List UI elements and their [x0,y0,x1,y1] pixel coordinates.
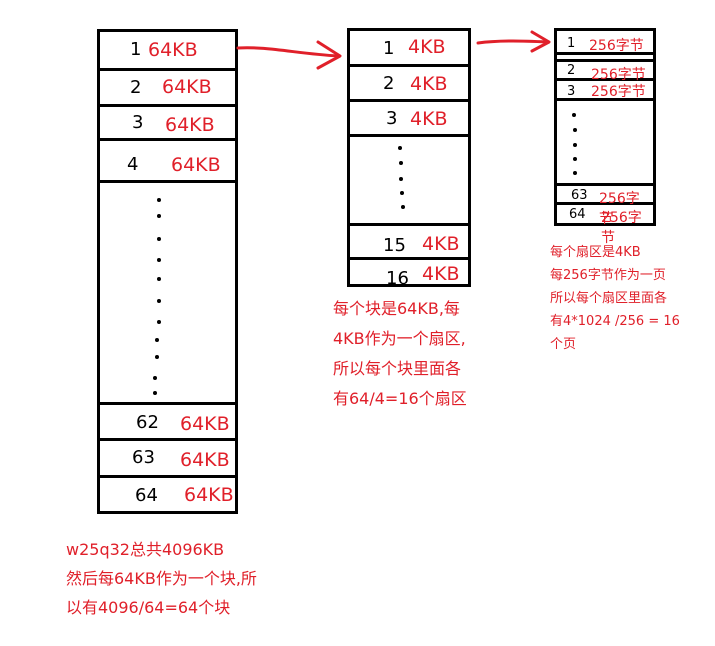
page-row: 63 256字节 [557,183,653,227]
block-row: 64 64KB [100,478,235,511]
block-size: 64KB [148,39,198,61]
block-row: 3 64KB [100,107,235,141]
ellipsis-dot [155,338,159,342]
sector-index: 15 [383,235,406,256]
ellipsis-dot [157,320,161,324]
block-column: 1 4KB 2 4KB 3 4KB 15 4KB 16 4KB [347,28,471,289]
block-size: 64KB [184,484,234,506]
ellipsis-dot [573,128,577,132]
ellipsis-dot [157,198,161,202]
ellipsis-dot [398,146,402,150]
sector-row: 1 4KB [350,31,468,67]
block-size: 64KB [165,114,215,136]
block-size: 64KB [162,76,212,98]
ellipsis-dot [157,237,161,241]
page-index: 63 [571,188,588,203]
block-note: 每个块是64KB,每 4KB作为一个扇区, 所以每个块里面各 有64/4=16个… [333,299,467,408]
block-index: 4 [127,154,139,175]
block-row: 2 64KB [100,71,235,107]
ellipsis-dot [572,113,576,117]
block-size: 64KB [180,413,230,435]
sector-row: 3 4KB [350,102,468,137]
page-row: 64 256字节 [557,205,653,246]
sector-size: 4KB [422,233,460,255]
page-row: 1 256字节 [557,31,653,55]
arrow-block-to-sectors [236,40,342,70]
sector-index: 2 [383,73,395,94]
chip-note: w25q32总共4096KB 然后每64KB作为一个块,所 以有4096/64=… [66,540,257,617]
sector-row: 16 4KB [350,260,468,289]
block-row: 1 64KB [100,32,235,71]
ellipsis-dot [155,355,159,359]
sector-note: 每个扇区是4KB 每256字节作为一页 所以每个扇区里面各 有4*1024 /2… [550,245,680,352]
block-index: 3 [132,112,144,133]
block-index: 62 [136,412,159,433]
sector-row: 2 4KB [350,67,468,102]
page-size: 256字节 [591,67,646,83]
ellipsis-dot [573,157,577,161]
sector-index: 3 [386,108,398,129]
block-size: 64KB [171,154,221,176]
block-row: 62 64KB [100,402,235,441]
sector-index: 1 [383,38,395,59]
page-size: 256字节 [599,191,640,227]
page-row: 2 256字节 [557,59,653,83]
sector-size: 4KB [422,263,460,285]
ellipsis-dot [573,171,577,175]
page-index: 64 [569,207,586,222]
block-index: 2 [130,77,142,98]
ellipsis-dot [573,143,577,147]
page-size: 256字节 [589,38,644,54]
page-index: 2 [567,63,576,78]
arrow-sector-to-pages [476,30,551,53]
ellipsis-dot [401,205,405,209]
page-row: 3 256字节 [557,81,653,101]
block-index: 63 [132,447,155,468]
page-index: 3 [567,84,576,99]
sector-column: 1 256字节 2 256字节 3 256字节 63 256字节 64 256字… [554,28,656,246]
ellipsis-dot [153,391,157,395]
page-index: 1 [567,36,576,51]
block-row: 63 64KB [100,441,235,478]
block-size: 64KB [180,449,230,471]
ellipsis-dot [399,161,403,165]
chip-column: 1 64KB 2 64KB 3 64KB 4 64KB 62 64KB 63 6… [97,29,238,514]
ellipsis-dot [399,177,403,181]
block-index: 64 [135,485,158,506]
ellipsis-dot [400,191,404,195]
page-size: 256字节 [601,210,642,246]
sector-size: 4KB [410,73,448,95]
ellipsis-dot [157,277,161,281]
ellipsis-dot [153,376,157,380]
sector-size: 4KB [408,36,446,58]
block-row: 4 64KB [100,146,235,183]
sector-size: 4KB [410,108,448,130]
sector-index: 16 [386,268,409,289]
block-index: 1 [130,39,142,60]
sector-row: 15 4KB [350,223,468,260]
row-gap [100,141,235,146]
page-size: 256字节 [591,84,646,100]
ellipsis-dot [157,214,161,218]
ellipsis-dot [157,258,161,262]
row-gap [557,55,653,59]
ellipsis-dot [157,299,161,303]
